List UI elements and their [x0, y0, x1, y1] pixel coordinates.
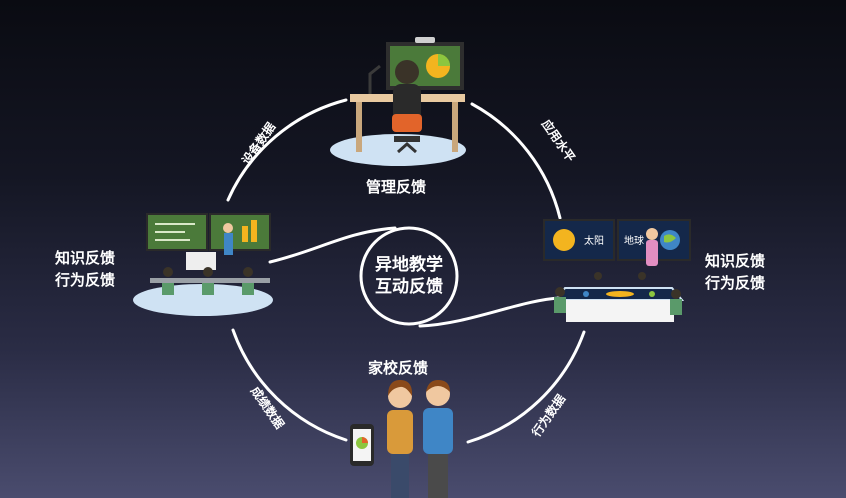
person-head	[395, 60, 419, 84]
desk-row-1	[150, 278, 270, 283]
right-node-label: 知识反馈 行为反馈	[705, 250, 765, 294]
right-node-line2: 行为反馈	[705, 274, 766, 292]
center-circle	[359, 226, 459, 326]
screen-word-earth: 地球	[624, 234, 644, 247]
arc-label-top-left: 设备数据	[238, 119, 278, 167]
left-classroom-illustration	[133, 213, 273, 316]
desk-leg-left	[356, 102, 362, 152]
arc-label-top-right: 应用水平	[539, 116, 579, 164]
mother-legs	[391, 454, 409, 498]
father-hair	[426, 380, 450, 392]
bottom-node-title: 家校反馈	[368, 359, 429, 377]
center-label: 异地教学 互动反馈	[361, 254, 457, 298]
father-head	[426, 382, 450, 406]
loop-lower-connector	[418, 296, 562, 328]
right-teacher-head	[646, 228, 658, 240]
table-base	[566, 300, 674, 322]
left-teacher-head	[223, 223, 233, 233]
arc-label-bottom-right: 行为数据	[528, 391, 568, 440]
sun-icon	[553, 229, 575, 251]
mother-body	[387, 410, 413, 454]
left-whiteboard	[186, 252, 216, 270]
loop-upper-connector	[268, 226, 397, 264]
chair-base	[397, 141, 417, 154]
left-teacher-body	[224, 233, 233, 255]
ring-arc-top-left	[226, 98, 348, 202]
desk-lamp	[368, 64, 381, 94]
top-node-title: 管理反馈	[366, 178, 427, 196]
right-node-line1: 知识反馈	[705, 252, 766, 270]
right-classroom-illustration	[543, 219, 691, 322]
pie-chart-slice	[438, 54, 450, 66]
right-teacher-body	[646, 240, 658, 266]
left-node-label: 知识反馈 行为反馈	[55, 247, 115, 291]
father-body	[423, 408, 453, 454]
chair-back	[392, 114, 422, 132]
parents-illustration	[350, 380, 453, 498]
father-legs	[428, 454, 448, 498]
left-node-line2: 行为反馈	[55, 271, 116, 289]
mother-head	[388, 384, 412, 408]
ring-arc-bottom-left	[231, 328, 348, 442]
desk-leg-right	[452, 102, 458, 152]
center-loop	[268, 226, 562, 328]
main-ring	[226, 98, 586, 444]
admin-desk-illustration	[330, 37, 466, 166]
screen-word-sun: 太阳	[584, 234, 604, 247]
ring-arc-bottom-right	[466, 330, 586, 444]
ring-arc-top-right	[470, 102, 562, 220]
center-line1: 异地教学	[375, 255, 443, 275]
webcam	[415, 37, 435, 43]
center-line2: 互动反馈	[375, 277, 443, 297]
left-screen-2	[209, 213, 271, 251]
chair-seat	[394, 136, 420, 142]
left-node-line1: 知识反馈	[55, 249, 116, 267]
mother-hair	[388, 380, 413, 396]
